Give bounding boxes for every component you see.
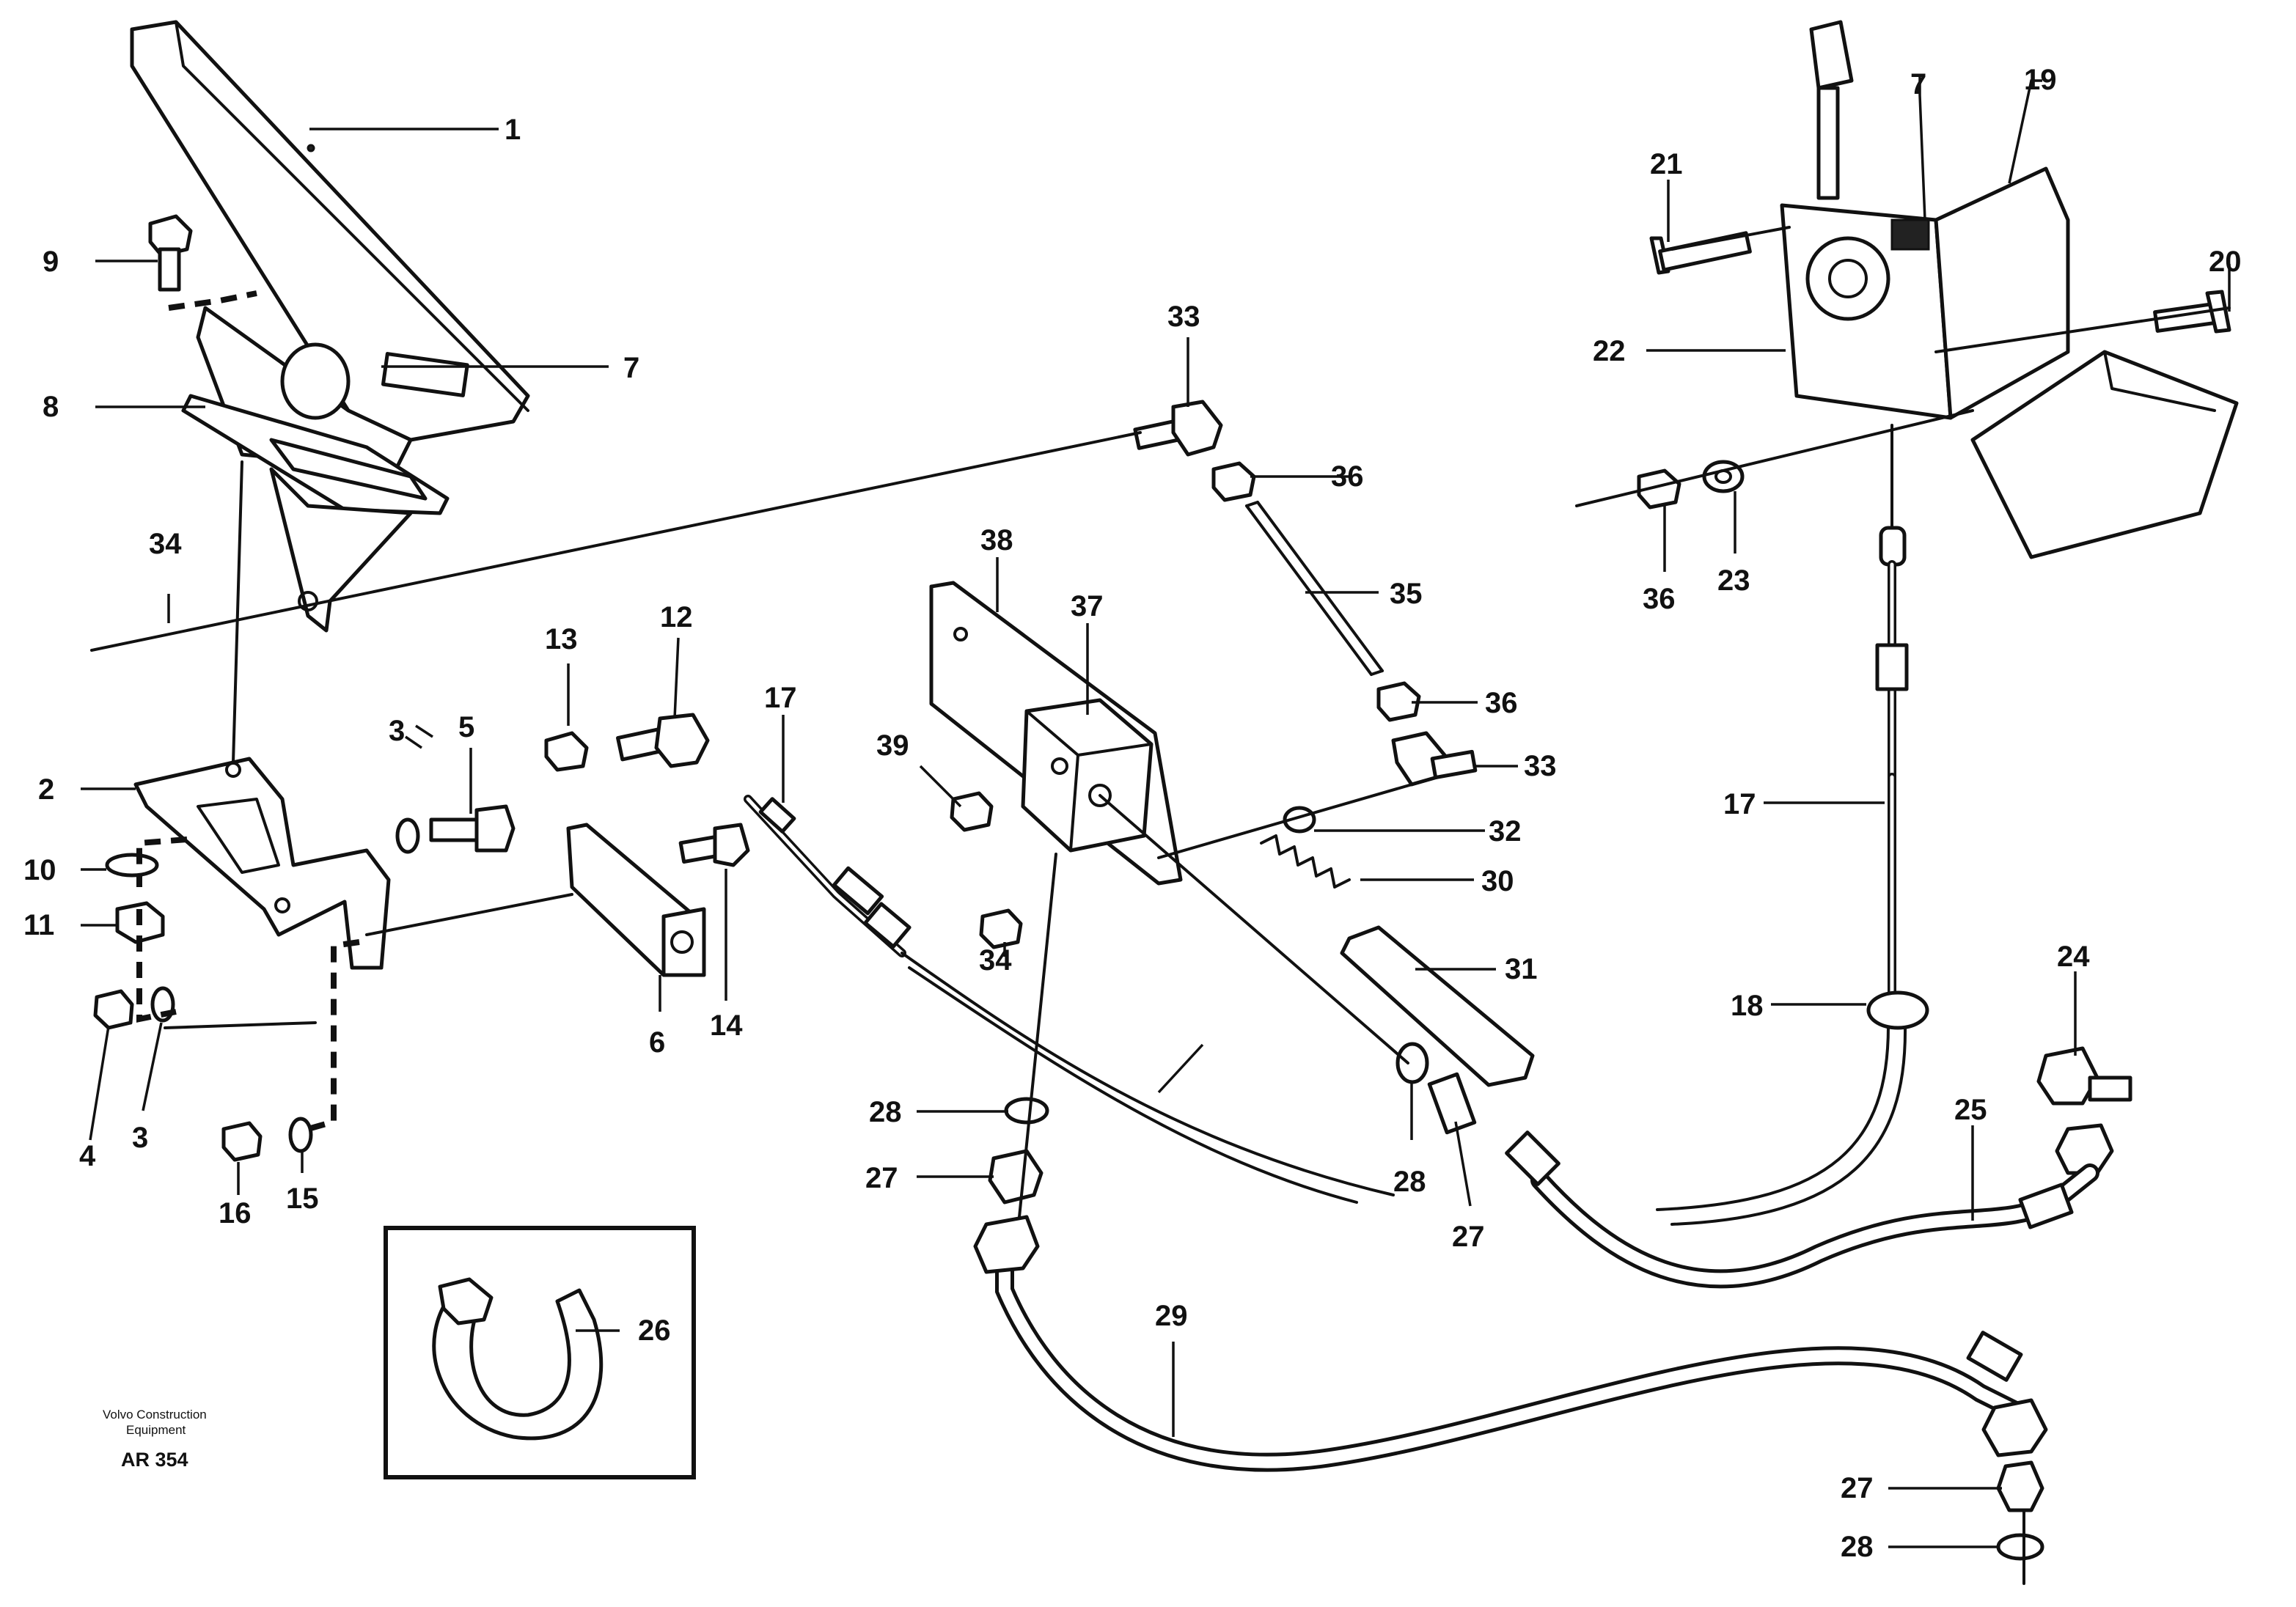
inset-box xyxy=(384,1226,696,1479)
control-cable xyxy=(744,795,1395,1204)
nut xyxy=(544,731,589,772)
callout-33: 33 xyxy=(1524,750,1557,782)
callout-6: 6 xyxy=(649,1026,665,1059)
callout-3: 3 xyxy=(132,1122,148,1154)
hydraulic-hose xyxy=(1505,1130,2099,1289)
side-panel xyxy=(1970,350,2239,559)
nut xyxy=(1637,468,1681,510)
callout-24: 24 xyxy=(2057,941,2090,973)
callout-1: 1 xyxy=(505,114,521,146)
callout-34: 34 xyxy=(149,528,182,560)
grommet xyxy=(1866,990,1929,1030)
hex-bolt xyxy=(148,214,193,292)
callout-7: 7 xyxy=(1910,68,1926,100)
callout-31: 31 xyxy=(1505,953,1538,985)
callout-27: 27 xyxy=(1452,1221,1485,1253)
elbow-fitting xyxy=(616,713,710,768)
control-cable xyxy=(1656,424,1909,1226)
callout-33: 33 xyxy=(1167,301,1200,333)
nut xyxy=(93,989,134,1030)
callout-12: 12 xyxy=(660,601,693,633)
callout-labels: 1 2 3 3 4 5 6 7 7 8 9 10 11 12 13 14 15 … xyxy=(23,64,2242,1563)
callout-35: 35 xyxy=(1390,578,1423,610)
pedal-base-plate xyxy=(181,394,450,633)
threaded-rod xyxy=(1245,501,1384,676)
adapter-fitting xyxy=(1427,1072,1477,1135)
adapter-fitting xyxy=(988,1149,1044,1205)
callout-23: 23 xyxy=(1717,565,1750,597)
callout-26: 26 xyxy=(638,1314,671,1347)
callout-36: 36 xyxy=(1485,687,1518,719)
callout-5: 5 xyxy=(458,711,474,743)
hex-bolt xyxy=(678,823,750,867)
callout-4: 4 xyxy=(79,1140,96,1172)
sealing-washer xyxy=(1996,1533,2044,1561)
screw xyxy=(1649,231,1752,275)
callout-22: 22 xyxy=(1593,335,1626,367)
callout-28: 28 xyxy=(1841,1531,1874,1563)
adapter-fitting xyxy=(1996,1460,2044,1512)
washer xyxy=(105,853,159,878)
angle-bracket xyxy=(566,823,706,977)
hose-clamp xyxy=(432,1277,604,1441)
callout-25: 25 xyxy=(1954,1094,1987,1126)
callout-7: 7 xyxy=(623,352,639,384)
callout-27: 27 xyxy=(1841,1472,1874,1504)
screw xyxy=(2153,290,2231,334)
callout-36: 36 xyxy=(1331,460,1364,493)
washer xyxy=(288,1117,313,1153)
callout-39: 39 xyxy=(876,729,909,762)
screw xyxy=(429,804,516,853)
callout-18: 18 xyxy=(1731,990,1764,1022)
callout-38: 38 xyxy=(980,524,1013,556)
callout-11: 11 xyxy=(23,909,54,941)
ball-joint xyxy=(1133,400,1223,457)
callout-27: 27 xyxy=(865,1162,898,1194)
callout-15: 15 xyxy=(286,1183,319,1215)
nut xyxy=(950,791,994,832)
callout-3: 3 xyxy=(389,715,405,747)
hydraulic-hose xyxy=(973,1215,2048,1472)
callout-19: 19 xyxy=(2024,64,2057,96)
callout-2: 2 xyxy=(38,773,54,806)
nut xyxy=(979,908,1023,949)
nut xyxy=(221,1121,263,1162)
caption-company: Volvo Construction xyxy=(103,1408,207,1422)
publisher-caption: Volvo Construction Equipment AR 354 xyxy=(103,1408,207,1471)
ball-joint xyxy=(1391,731,1478,787)
caption-company-line2: Equipment xyxy=(126,1423,186,1437)
control-box xyxy=(1780,166,2070,420)
callout-13: 13 xyxy=(545,623,578,655)
callout-9: 9 xyxy=(43,246,59,278)
callout-28: 28 xyxy=(869,1096,902,1128)
pedal-bracket xyxy=(133,757,391,970)
callout-leaders xyxy=(81,77,2231,1548)
tension-spring xyxy=(1260,834,1351,889)
callout-21: 21 xyxy=(1650,148,1683,180)
callout-16: 16 xyxy=(219,1197,252,1229)
callout-34: 34 xyxy=(979,944,1012,977)
callout-17: 17 xyxy=(1723,788,1756,820)
control-lever xyxy=(1809,20,1854,200)
drawing-code: AR 354 xyxy=(121,1449,188,1471)
lock-nut xyxy=(1376,681,1421,722)
callout-36: 36 xyxy=(1643,583,1676,615)
callout-17: 17 xyxy=(764,682,797,714)
callout-8: 8 xyxy=(43,391,59,423)
callout-32: 32 xyxy=(1489,815,1522,847)
callout-28: 28 xyxy=(1393,1166,1426,1198)
lock-nut xyxy=(1211,461,1256,502)
callout-30: 30 xyxy=(1481,865,1514,897)
flat-plate xyxy=(1340,925,1535,1087)
callout-20: 20 xyxy=(2209,246,2242,278)
callout-37: 37 xyxy=(1071,590,1104,622)
callout-29: 29 xyxy=(1155,1300,1188,1332)
sealing-washer xyxy=(1004,1097,1049,1125)
callout-10: 10 xyxy=(23,854,56,886)
sealing-washer xyxy=(1395,1042,1429,1084)
tee-fitting xyxy=(2036,1046,2132,1175)
washer xyxy=(395,817,420,854)
callout-14: 14 xyxy=(710,1010,743,1042)
